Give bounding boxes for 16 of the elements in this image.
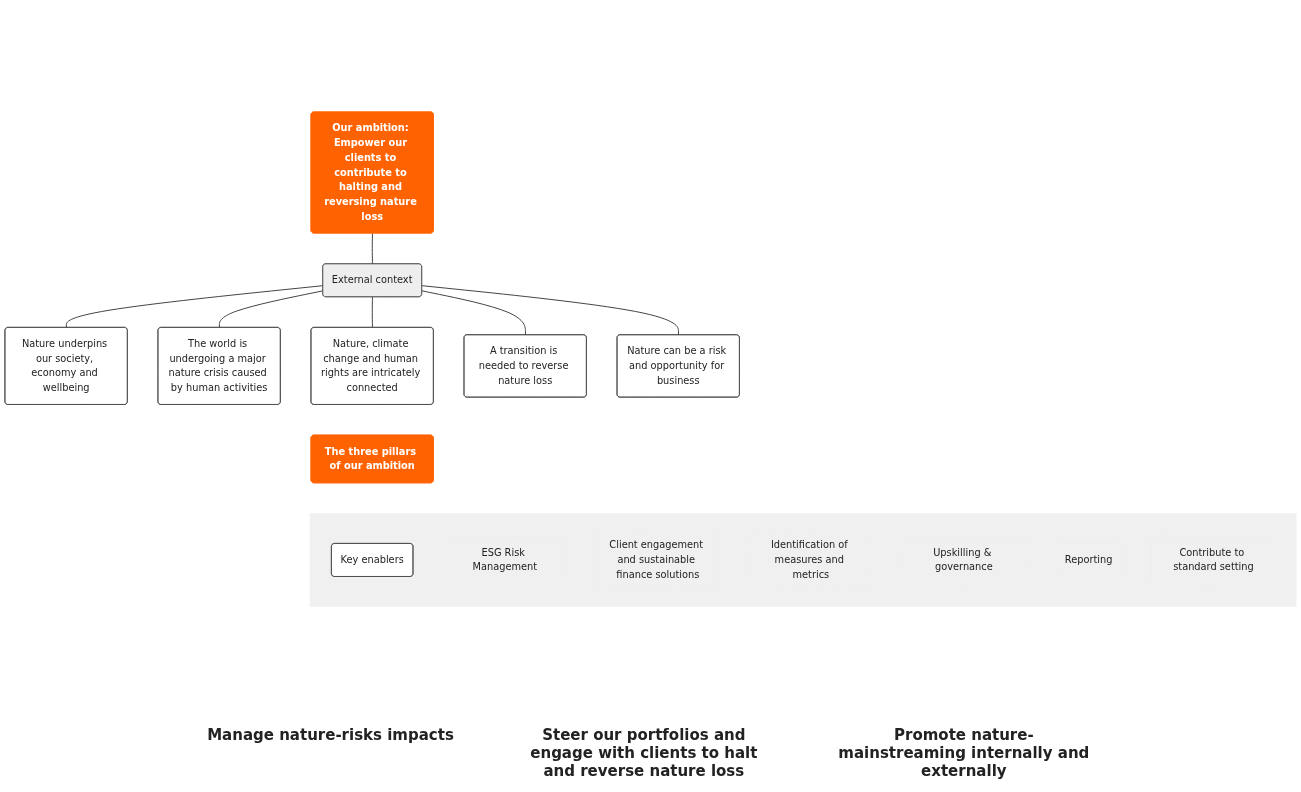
node-text: ESG Risk Management <box>472 546 538 573</box>
connector <box>371 296 373 328</box>
connector <box>371 232 373 265</box>
node-text: Contribute to standard setting <box>1173 546 1254 573</box>
cluster <box>309 512 1297 607</box>
pillar-heading: Promote nature-mainstreaming internally and externally <box>837 726 1091 780</box>
connector <box>421 285 679 336</box>
pillar-heading: Steer our portfolios and engage with clients to halt and reverse nature loss <box>529 726 759 780</box>
node-text: Upskilling & governance <box>933 546 993 573</box>
connector <box>421 290 526 336</box>
pillar-heading: Manage nature-risks impacts <box>207 726 454 746</box>
connector <box>218 290 324 328</box>
node-text: Identification of measures and metrics <box>770 538 848 580</box>
connector <box>65 285 324 328</box>
node-text: Reporting <box>1064 553 1113 566</box>
node-text: Client engagement and sustainable finance solutions <box>609 538 704 580</box>
